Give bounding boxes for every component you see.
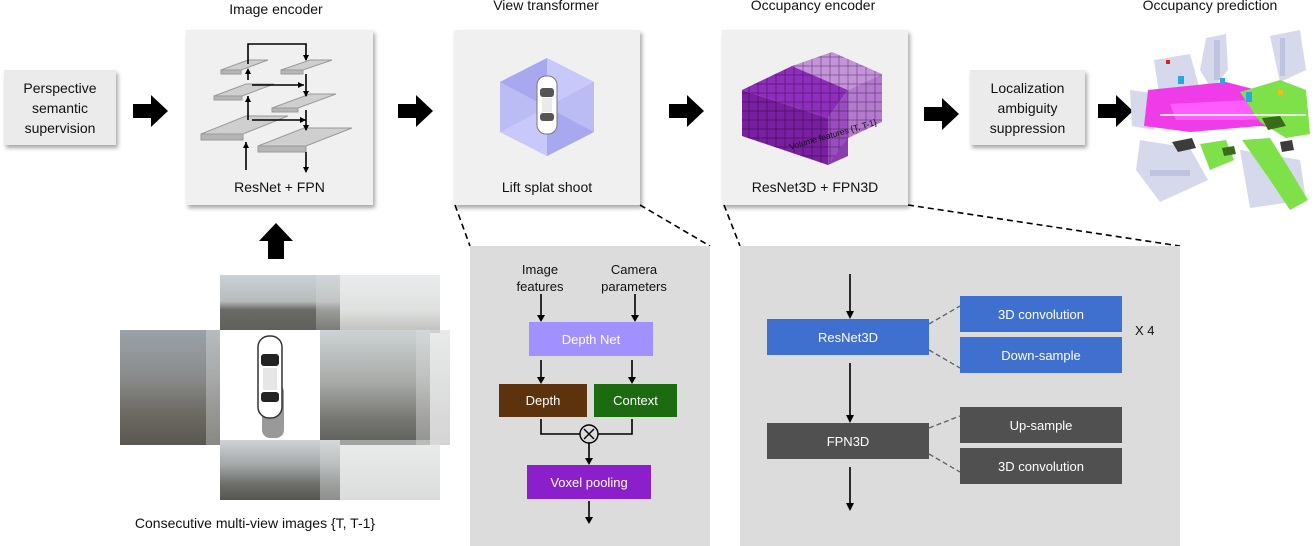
ego-car-area — [220, 330, 320, 440]
arrow-right-icon — [1098, 95, 1133, 127]
perspective-supervision-box: Perspective semantic supervision — [4, 70, 116, 145]
fpn-diagram — [200, 43, 353, 173]
occupancy-prediction-map — [1130, 30, 1310, 210]
conv3d-block-a: 3D convolution — [960, 296, 1122, 332]
image-features-label: Image features — [516, 262, 564, 294]
occupancy-encoder-label: ResNet3D + FPN3D — [751, 179, 879, 195]
voxel-pooling-block: Voxel pooling — [527, 465, 651, 499]
lss-hexagon-diagram — [500, 58, 594, 156]
volume-features-cube — [742, 52, 882, 165]
arrow-right-icon — [669, 95, 704, 127]
arrow-right-icon — [924, 98, 959, 130]
camera-parameters-label: Camera parameters — [601, 262, 667, 294]
occupancy-prediction-title: Occupancy prediction — [1142, 0, 1278, 13]
camera-image-left — [120, 330, 220, 445]
input-caption: Consecutive multi-view images {T, T-1} — [134, 515, 376, 531]
multi-view-images — [120, 275, 450, 500]
occ-detail-panel: ResNet3D FPN3D 3D convolution Down-sampl… — [740, 246, 1180, 546]
arrow-right-icon — [133, 95, 168, 127]
image-encoder-title: Image encoder — [229, 1, 323, 17]
ego-car-icon — [257, 335, 284, 438]
downsample-block: Down-sample — [960, 337, 1122, 373]
camera-image-front-prev — [316, 275, 440, 333]
view-transformer-label: Lift splat shoot — [501, 179, 593, 195]
image-encoder-label: ResNet + FPN — [234, 179, 325, 195]
arrow-right-icon — [398, 95, 433, 127]
depth-block: Depth — [499, 384, 587, 417]
arrow-up-icon — [259, 223, 293, 259]
view-transformer-title: View transformer — [493, 0, 599, 13]
conv3d-block-b: 3D convolution — [960, 448, 1122, 484]
depth-net-block: Depth Net — [529, 322, 653, 356]
lss-connectors — [537, 294, 639, 524]
camera-image-back-prev — [320, 440, 440, 500]
lss-detail-panel: Image features Camera parameters Depth N… — [470, 246, 710, 546]
resnet3d-block: ResNet3D — [767, 319, 929, 355]
camera-image-right-prev — [416, 330, 450, 445]
context-block: Context — [594, 384, 677, 417]
image-encoder-panel: ResNet + FPN — [186, 30, 373, 205]
upsample-block: Up-sample — [960, 407, 1122, 443]
repeat-label: X 4 — [1135, 323, 1155, 338]
camera-image-right — [320, 330, 430, 445]
view-transformer-panel: Lift splat shoot — [454, 30, 640, 205]
occupancy-encoder-panel: Volume features {T, T-1} ResNet3D + FPN3… — [722, 30, 908, 205]
fpn3d-block: FPN3D — [767, 423, 929, 459]
localization-ambiguity-box: Localization ambiguity suppression — [970, 70, 1085, 145]
occupancy-encoder-title: Occupancy encoder — [750, 0, 876, 13]
occ-connectors — [846, 274, 961, 511]
